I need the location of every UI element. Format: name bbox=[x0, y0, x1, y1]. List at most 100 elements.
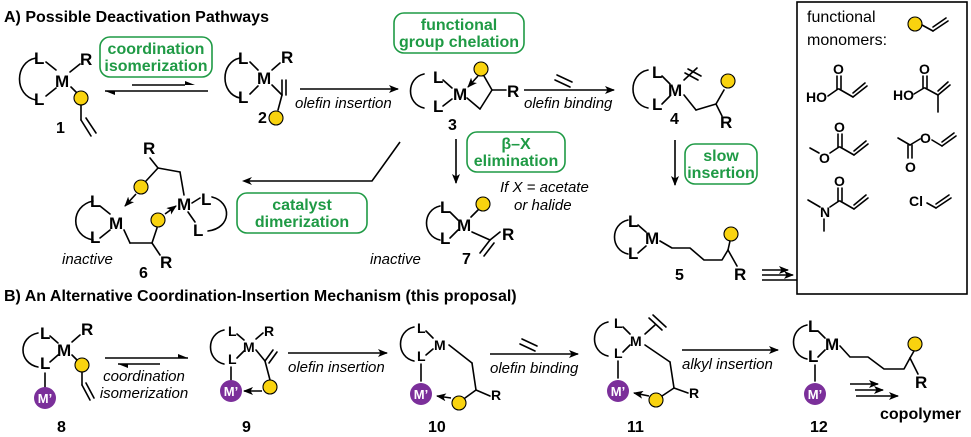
copolymer-label-b: copolymer bbox=[880, 406, 961, 423]
metal-M: M bbox=[257, 69, 271, 88]
condition-text: or halide bbox=[514, 197, 572, 214]
ligand-L: L bbox=[34, 90, 44, 109]
ligand-L: L bbox=[34, 49, 44, 68]
R-group: R bbox=[507, 82, 519, 101]
compound-label-9: 9 bbox=[242, 419, 251, 436]
ligand-L: L bbox=[90, 192, 100, 211]
svg-text:elimination: elimination bbox=[474, 153, 558, 170]
compound-2: L L M R 2 bbox=[224, 48, 293, 127]
ligand-arc bbox=[18, 57, 37, 101]
ligand-L: L bbox=[614, 315, 623, 331]
lewis-acid-circle bbox=[607, 380, 629, 402]
equilibrium-arrows bbox=[105, 81, 208, 95]
svg-text:M’: M’ bbox=[38, 391, 52, 406]
svg-text:olefin binding: olefin binding bbox=[524, 95, 613, 112]
box-slow-insertion: slow insertion bbox=[684, 143, 758, 185]
svg-text:O: O bbox=[834, 119, 845, 135]
metal-M: M bbox=[825, 335, 839, 354]
box-beta-x-elimination: β–X elimination bbox=[466, 131, 566, 173]
svg-text:insertion: insertion bbox=[687, 165, 755, 182]
legend-title: monomers: bbox=[807, 32, 887, 49]
multi-step-arrows-b: copolymer bbox=[850, 380, 961, 423]
svg-text:M’: M’ bbox=[414, 387, 428, 402]
equilibrium-arrows-b: coordination isomerization bbox=[100, 354, 188, 402]
R-group: R bbox=[720, 113, 732, 132]
functional-group-circle bbox=[648, 392, 664, 408]
functional-group-circle bbox=[473, 61, 489, 77]
monomer-methacrylic-acid: HO O bbox=[893, 61, 951, 113]
ligand-L: L bbox=[628, 244, 638, 263]
monomer-dimethylacrylamide: N O bbox=[807, 173, 869, 232]
R-group: R bbox=[734, 265, 746, 284]
compound-12: L L M R M’ 12 bbox=[792, 317, 927, 436]
metal-M: M bbox=[645, 229, 659, 248]
ligand-L: L bbox=[417, 320, 426, 336]
monomer-vinyl-acetate: O O bbox=[897, 130, 957, 175]
ligand-L: L bbox=[628, 212, 638, 231]
ligand-L: L bbox=[417, 348, 426, 364]
svg-text:coordination: coordination bbox=[103, 368, 185, 385]
condition-text: If X = acetate bbox=[500, 179, 589, 196]
ligand-L: L bbox=[652, 95, 662, 114]
functional-group-circle bbox=[907, 336, 923, 352]
box-functional-group-chelation: functional group chelation bbox=[393, 12, 525, 54]
metal-M: M bbox=[55, 72, 69, 91]
arrow-olefin-insertion-b: olefin insertion bbox=[288, 349, 388, 376]
svg-text:functional: functional bbox=[421, 17, 497, 34]
arrow-alkyl-insertion: alkyl insertion bbox=[682, 346, 779, 373]
ligand-L: L bbox=[433, 68, 443, 87]
compound-11: L L M R M’ 11 bbox=[593, 314, 699, 436]
R-group: R bbox=[491, 387, 501, 403]
R-group: R bbox=[81, 320, 93, 339]
svg-text:HO: HO bbox=[893, 87, 914, 103]
functional-group-circle bbox=[475, 196, 491, 212]
metal-M: M bbox=[109, 214, 123, 233]
compound-label-6: 6 bbox=[139, 265, 148, 282]
compound-1: L L M R 1 bbox=[18, 49, 97, 137]
ligand-L: L bbox=[90, 228, 100, 247]
inactive-label-7: inactive bbox=[370, 251, 421, 268]
lewis-acid-circle bbox=[34, 387, 56, 409]
compound-6: R L L M R M L L 6 bbox=[75, 139, 228, 282]
metal-M: M bbox=[630, 333, 642, 349]
functional-group-circle bbox=[133, 179, 149, 195]
compound-7: L L M R 7 bbox=[425, 196, 514, 268]
monomer-vinyl-chloride: Cl bbox=[909, 193, 952, 209]
metal-M: M bbox=[57, 341, 71, 360]
metal-M: M bbox=[453, 85, 467, 104]
compound-label-4: 4 bbox=[670, 111, 679, 128]
lewis-acid-circle bbox=[410, 383, 432, 405]
compound-label-2: 2 bbox=[258, 110, 267, 127]
compound-label-7: 7 bbox=[462, 251, 471, 268]
svg-text:slow: slow bbox=[703, 148, 739, 165]
functional-group-circle bbox=[74, 357, 90, 373]
svg-text:M’: M’ bbox=[611, 384, 625, 399]
svg-text:M’: M’ bbox=[808, 387, 822, 402]
svg-text:olefin binding: olefin binding bbox=[490, 360, 579, 377]
svg-text:catalyst: catalyst bbox=[272, 197, 332, 214]
svg-text:HO: HO bbox=[806, 89, 827, 105]
svg-text:isomerization: isomerization bbox=[104, 58, 207, 75]
svg-text:coordination: coordination bbox=[108, 41, 205, 58]
legend-title: functional bbox=[807, 9, 876, 26]
metal-M: M bbox=[457, 216, 471, 235]
R-group: R bbox=[160, 253, 172, 272]
compound-label-12: 12 bbox=[810, 419, 828, 436]
compound-9: L L M R M’ 9 bbox=[209, 323, 278, 436]
R-group: R bbox=[281, 48, 293, 67]
svg-text:β–X: β–X bbox=[501, 136, 531, 153]
ligand-L: L bbox=[228, 323, 237, 339]
svg-text:O: O bbox=[920, 130, 931, 146]
svg-text:isomerization: isomerization bbox=[100, 385, 188, 402]
functional-group-circle bbox=[73, 90, 89, 106]
svg-text:O: O bbox=[905, 159, 916, 175]
svg-text:O: O bbox=[919, 61, 930, 77]
ligand-L: L bbox=[808, 317, 818, 336]
compound-label-3: 3 bbox=[448, 117, 457, 134]
compound-label-11: 11 bbox=[627, 419, 644, 436]
functional-group-circle bbox=[150, 212, 166, 228]
compound-4: L L M R 4 bbox=[632, 63, 736, 132]
svg-text:group chelation: group chelation bbox=[399, 34, 519, 51]
box-coordination-isomerization: coordination isomerization bbox=[99, 36, 213, 78]
